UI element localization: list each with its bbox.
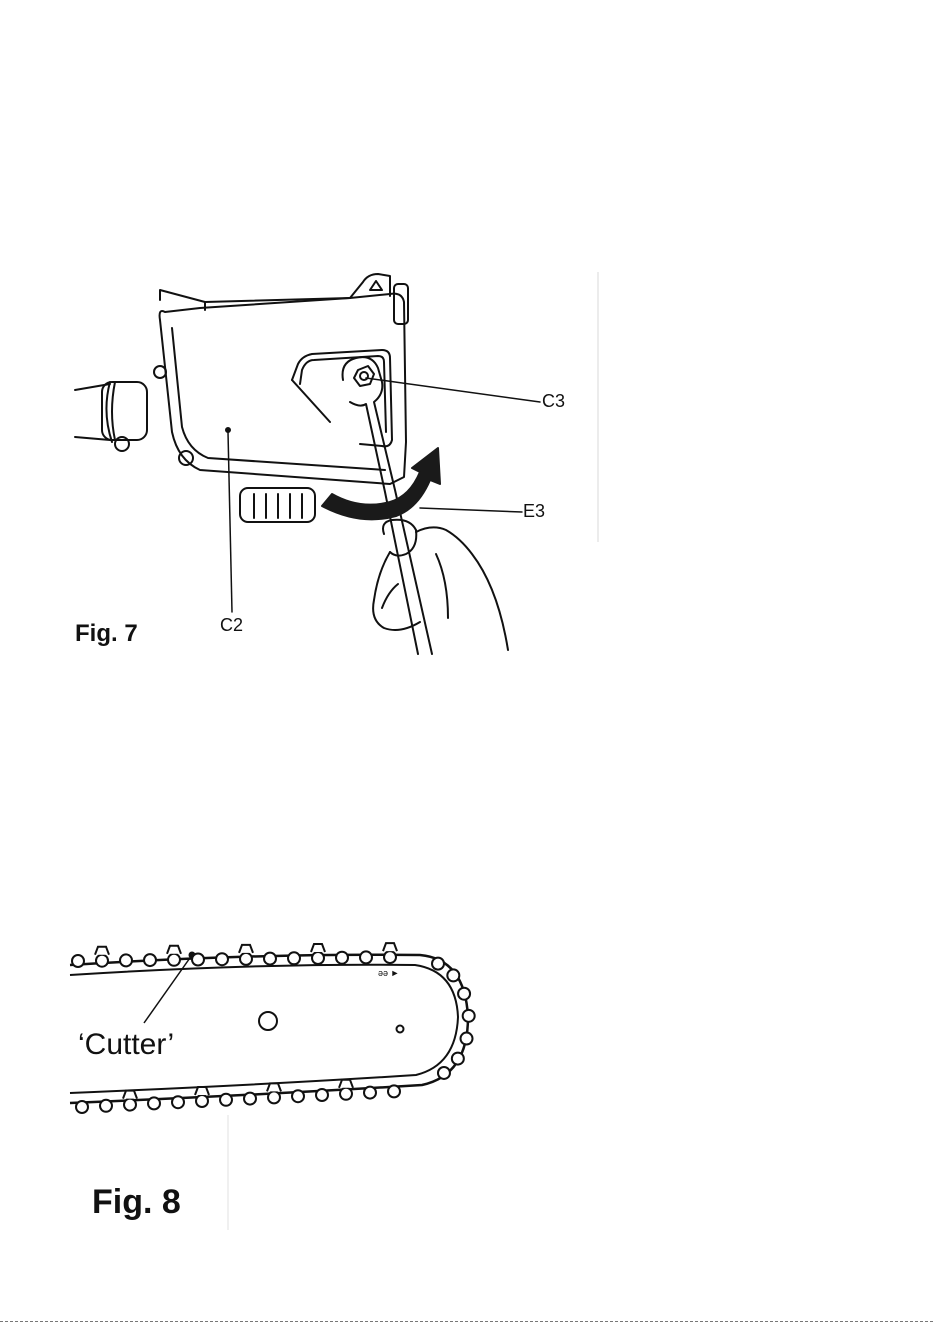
chain-link [196,1095,208,1107]
chain-link [461,1033,473,1045]
chain-link [312,952,324,964]
chain-link [216,953,228,965]
chain-link [220,1094,232,1106]
chain-link [388,1085,400,1097]
chain-cutter-tooth [311,944,325,952]
chain-link [168,954,180,966]
chain-link [458,988,470,1000]
chain-link [124,1099,136,1111]
chain-link [148,1097,160,1109]
chain-link [76,1101,88,1113]
chain-link [96,955,108,967]
chain-cutter-tooth [167,946,181,954]
chain-cutter-tooth [123,1091,137,1099]
chain-link [336,952,348,964]
chain-link [292,1090,304,1102]
chain-cutter-tooth [239,945,253,953]
chain-link [264,953,276,965]
chain-cutter-tooth [95,947,109,955]
label-e3: E3 [523,501,545,522]
chain-link [316,1089,328,1101]
chain-link [340,1088,352,1100]
chain-cutter-tooth [195,1087,209,1095]
chain-link [463,1010,475,1022]
chain-link [438,1067,450,1079]
chain-link [100,1100,112,1112]
chain-link [268,1091,280,1103]
chain-link [72,955,84,967]
chain-link [447,969,459,981]
chain-link [244,1093,256,1105]
figure-7-illustration [60,262,605,657]
chain-link [432,958,444,970]
chain-link [192,954,204,966]
chain-link [452,1053,464,1065]
chain-cutter-tooth [267,1083,281,1091]
chain-link [240,953,252,965]
svg-text:ǝǝ ►: ǝǝ ► [378,968,399,978]
chain-link [288,952,300,964]
chain-cutter-tooth [339,1080,353,1088]
chain-link [384,951,396,963]
label-c2: C2 [220,615,243,636]
chain-link [120,954,132,966]
figure-7-drawing [60,262,605,657]
chain-link [144,954,156,966]
label-cutter: ‘Cutter’ [78,1028,174,1062]
label-c3: C3 [542,391,565,412]
chain-cutter-tooth [383,943,397,951]
chain-link [360,951,372,963]
page-bottom-rule [0,1321,933,1322]
chain-link [364,1087,376,1099]
figure-7-caption: Fig. 7 [75,620,138,648]
chain-link [172,1096,184,1108]
figure-8-caption: Fig. 8 [92,1183,181,1222]
